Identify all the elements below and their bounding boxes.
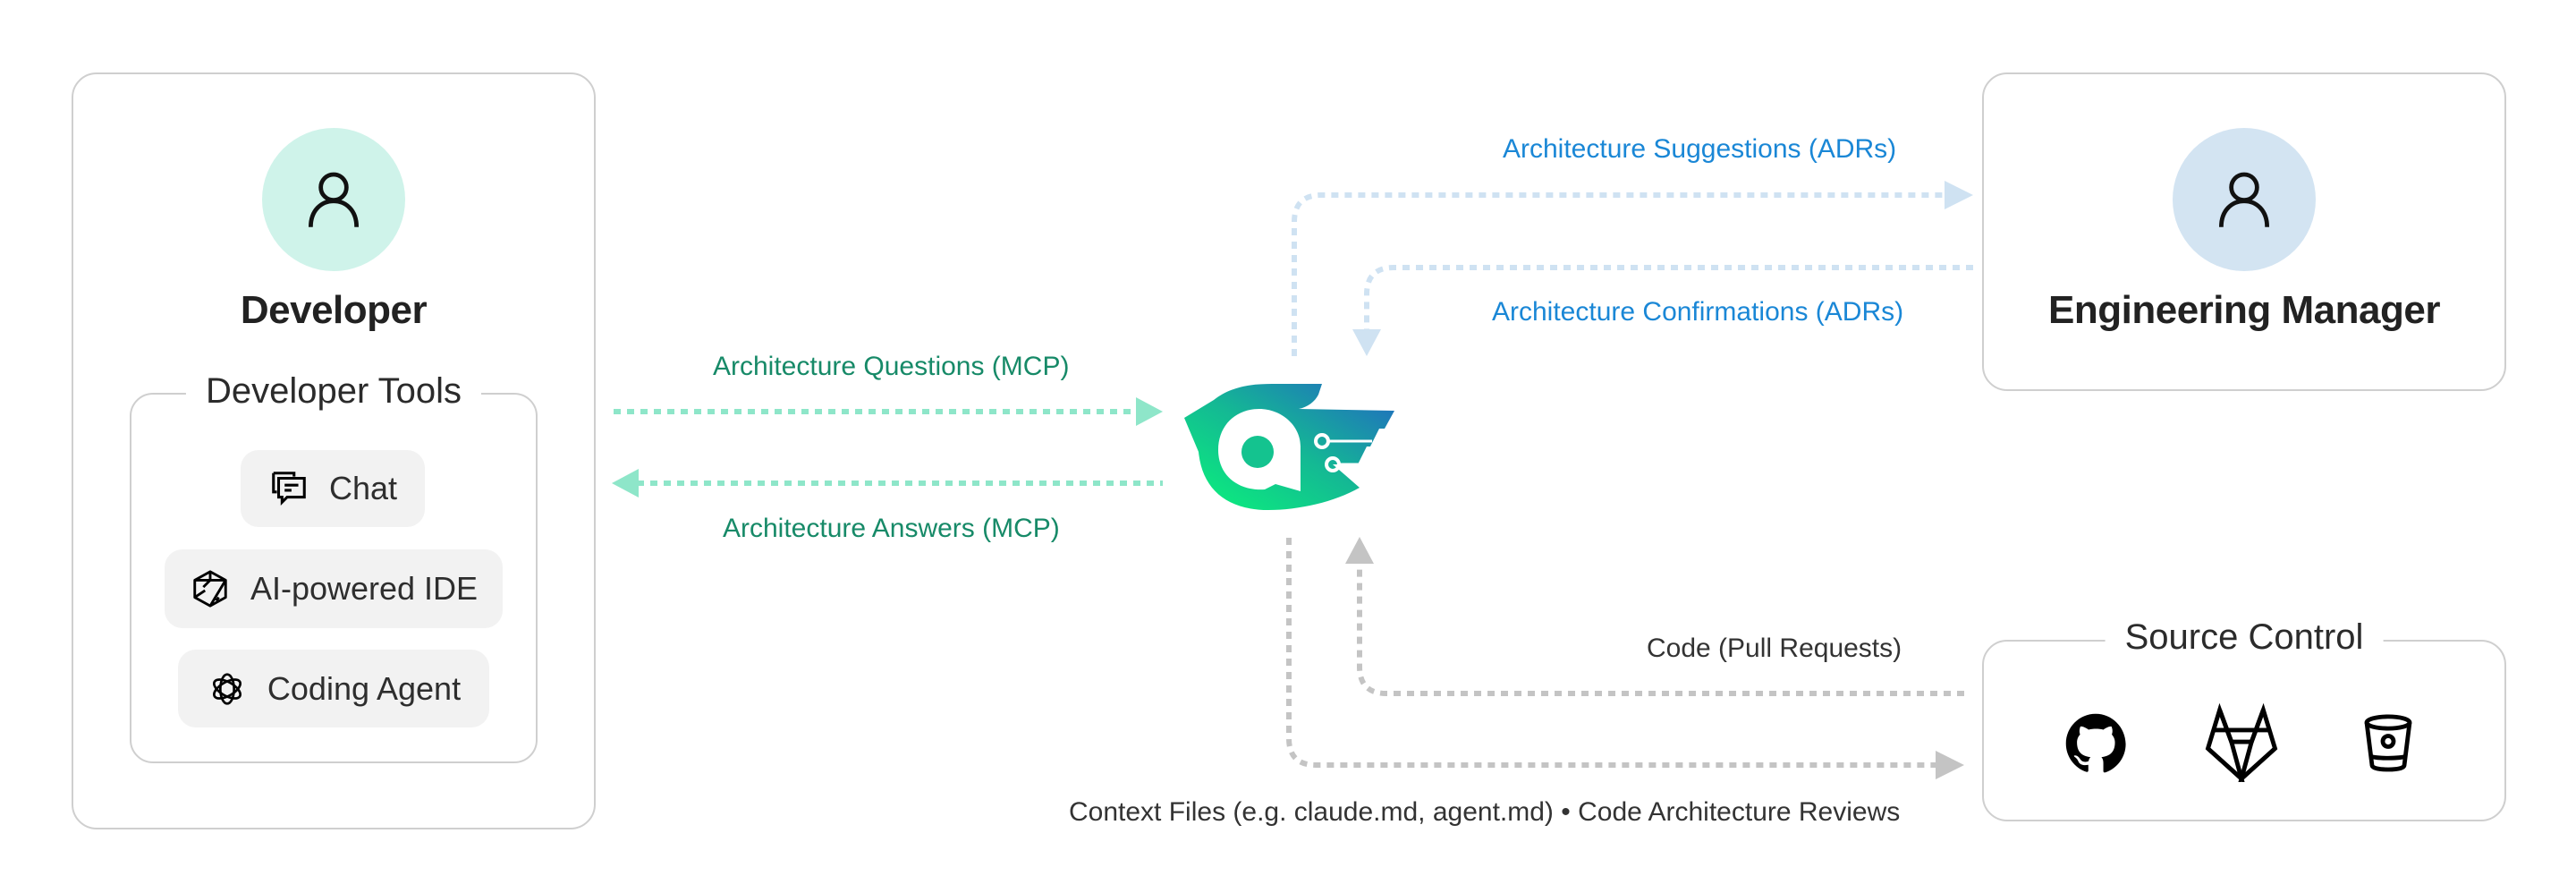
tool-coding-agent[interactable]: Coding Agent xyxy=(178,650,489,727)
gitlab-icon xyxy=(2205,702,2278,782)
engineering-manager-avatar xyxy=(2173,128,2316,271)
user-icon xyxy=(308,172,360,227)
context-files-label: Context Files (e.g. claude.md, agent.md)… xyxy=(1069,797,1901,827)
answers-arrow xyxy=(612,469,1163,498)
questions-label: Architecture Questions (MCP) xyxy=(713,352,1070,381)
tool-ai-ide-label: AI-powered IDE xyxy=(250,570,479,607)
bird-logo-icon xyxy=(1184,384,1394,510)
suggestions-arrow xyxy=(1292,181,1973,356)
gitlab-logo[interactable] xyxy=(2200,701,2283,783)
pull-requests-label: Code (Pull Requests) xyxy=(1647,634,1902,663)
answers-label: Architecture Answers (MCP) xyxy=(723,514,1060,543)
developer-avatar xyxy=(262,128,405,271)
tool-chat[interactable]: Chat xyxy=(241,450,425,527)
openai-knot-icon xyxy=(212,672,242,705)
suggestions-label: Architecture Suggestions (ADRs) xyxy=(1503,134,1897,164)
chat-bubbles-icon xyxy=(272,472,306,506)
pull-requests-arrow xyxy=(1345,537,1964,696)
tool-ai-ide[interactable]: AI-powered IDE xyxy=(165,549,503,628)
engineering-manager-title: Engineering Manager xyxy=(2048,288,2440,332)
tool-chat-label: Chat xyxy=(328,470,398,506)
developer-tools-label: Developer Tools xyxy=(185,371,482,412)
confirmations-label: Architecture Confirmations (ADRs) xyxy=(1492,297,1904,327)
hub-logo[interactable] xyxy=(1182,382,1399,513)
developer-title: Developer xyxy=(240,288,428,332)
cube-ide-icon xyxy=(193,570,227,608)
bitbucket-icon xyxy=(2364,714,2412,772)
bitbucket-logo[interactable] xyxy=(2356,710,2420,776)
github-icon xyxy=(2065,713,2126,773)
questions-arrow xyxy=(614,397,1163,426)
tool-coding-agent-label: Coding Agent xyxy=(267,669,462,707)
source-control-label: Source Control xyxy=(2105,617,2384,658)
github-logo[interactable] xyxy=(2060,710,2131,778)
user-icon xyxy=(2218,172,2270,227)
